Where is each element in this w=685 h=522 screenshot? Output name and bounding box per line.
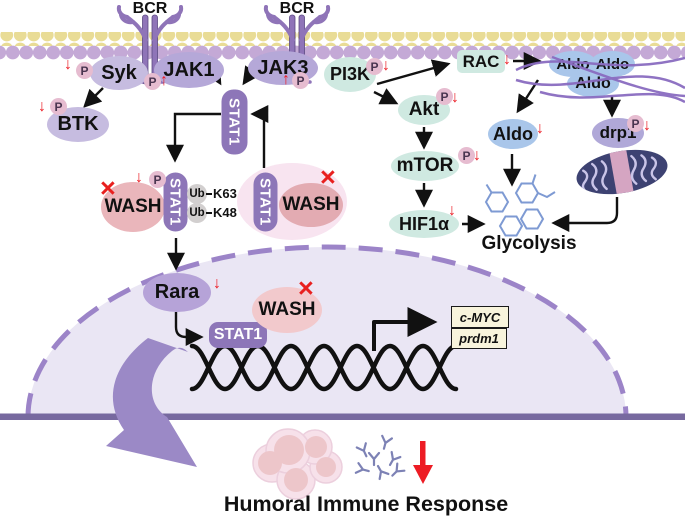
p-badge-jak3: P	[292, 72, 309, 89]
p-badge-akt: P	[436, 88, 453, 105]
arrow-pi3k-akt	[373, 88, 399, 105]
stat1-left-node: STAT1	[163, 172, 187, 231]
arrow-syk-btk	[83, 87, 104, 108]
syk-node: Syk	[90, 56, 148, 90]
arrow-stat1-loop-left	[166, 112, 221, 163]
jak3-increase-indicator: ↑	[282, 71, 290, 88]
p-badge-jak1: P	[144, 73, 161, 90]
jak1-increase-indicator: ↑	[160, 72, 168, 89]
bcr2-label: BCR	[279, 0, 315, 17]
drp1-decrease-indicator: ↓	[643, 117, 651, 134]
prdm1-gene-box: prdm1	[451, 328, 507, 349]
rara-node: Rara	[143, 273, 211, 312]
hif1a-node: HIF1α	[389, 210, 459, 238]
akt-node: Akt	[398, 95, 450, 125]
p-badge-syk: P	[76, 62, 93, 79]
syk-decrease-indicator: ↓	[64, 56, 72, 73]
glycolysis-label: Glycolysis	[481, 233, 577, 254]
aldo-node-3: Aldo	[567, 70, 619, 97]
stat1-nucleus-node: STAT1	[209, 322, 267, 348]
drp1-node: drp1	[592, 118, 644, 148]
arrow-rara-stat1	[174, 312, 204, 346]
p-badge-drp1: P	[627, 115, 644, 132]
ub-k63-badge: Ub	[187, 184, 207, 204]
wash-right-node: WASH	[279, 183, 343, 227]
p-badge-mtor: P	[458, 147, 475, 164]
glycolysis-molecule-icon	[484, 174, 556, 237]
plasma-cell-cluster	[252, 428, 343, 500]
btk-decrease-indicator: ↓	[38, 98, 46, 115]
dna-helix	[189, 343, 459, 392]
cmyc-gene-box: c-MYC	[451, 306, 509, 328]
immune-decrease-arrow	[413, 441, 433, 484]
stat1-complex-decrease-indicator: ↓	[135, 169, 143, 186]
rara-decrease-indicator: ↓	[213, 275, 221, 292]
figure-caption: Humoral Immune Response	[223, 492, 509, 516]
k63-label: K63	[213, 186, 237, 201]
arrow-stat1-loop-right	[250, 105, 269, 168]
mtor-decrease-indicator: ↓	[473, 147, 481, 164]
bcr1-label: BCR	[132, 0, 168, 17]
ub-k48-badge: Ub	[187, 203, 207, 223]
stat1-right-node: STAT1	[253, 172, 277, 231]
wash-left-node: WASH	[101, 182, 165, 232]
arrow-pi3k-rac	[376, 59, 451, 86]
hif1a-decrease-indicator: ↓	[448, 202, 456, 219]
mitochondria-icon	[576, 148, 668, 196]
wash-nucleus-node: WASH	[252, 287, 322, 333]
akt-decrease-indicator: ↓	[451, 89, 459, 106]
k48-label: K48	[213, 205, 237, 220]
aldo-decrease-indicator: ↓	[536, 120, 544, 137]
p-badge-btk: P	[50, 98, 67, 115]
transcription-arrow	[372, 307, 438, 351]
stat1-top-node: STAT1	[221, 89, 248, 155]
nuclear-export-arrow	[106, 338, 197, 467]
wash-left-cross-icon: ×	[100, 173, 116, 203]
p-badge-stat1-complex: P	[149, 171, 166, 188]
aldo-node-single: Aldo	[488, 119, 538, 149]
ub-k63-link	[206, 193, 212, 195]
pi3k-decrease-indicator: ↓	[382, 57, 390, 74]
arrow-mito-glycolysis	[551, 197, 619, 232]
rac-decrease-indicator: ↓	[503, 51, 511, 68]
mtor-node: mTOR	[391, 151, 459, 181]
ub-k48-link	[206, 212, 212, 214]
rac-node: RAC	[457, 50, 505, 73]
cell-bottom-membrane	[0, 413, 685, 420]
p-badge-pi3k: P	[366, 58, 383, 75]
wash-nucleus-cross-icon: ×	[298, 273, 314, 303]
wash-right-cross-icon: ×	[320, 162, 336, 192]
